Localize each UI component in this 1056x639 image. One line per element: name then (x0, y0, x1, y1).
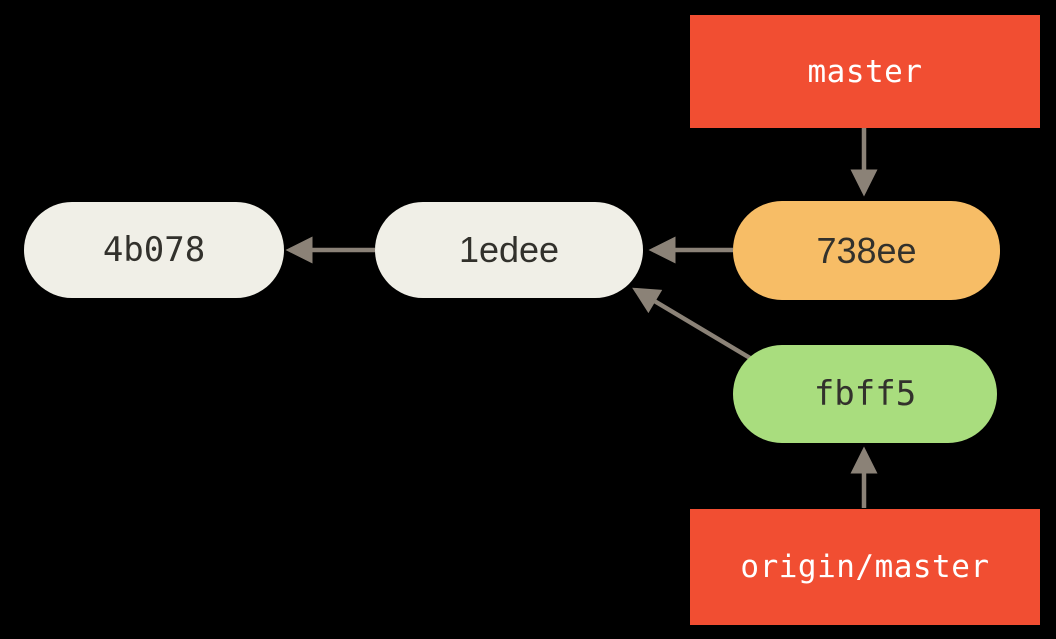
commit-node-fbff5: fbff5 (733, 345, 997, 443)
branch-label-origin-master-text: origin/master (740, 549, 990, 585)
commit-node-4b078-text: 4b078 (102, 230, 206, 270)
branch-label-origin-master: origin/master (690, 509, 1040, 625)
commit-node-738ee: 738ee (733, 201, 1000, 300)
commit-node-738ee-text: 738ee (816, 229, 917, 271)
branch-label-master: master (690, 15, 1040, 128)
commit-node-1edee-text: 1edee (458, 229, 560, 270)
branch-label-master-text: master (807, 53, 923, 90)
commit-node-4b078: 4b078 (24, 202, 284, 298)
commit-node-1edee: 1edee (375, 202, 643, 298)
commit-node-fbff5-text: fbff5 (813, 374, 917, 414)
arrow-fbff5-to-1edee (632, 287, 752, 360)
